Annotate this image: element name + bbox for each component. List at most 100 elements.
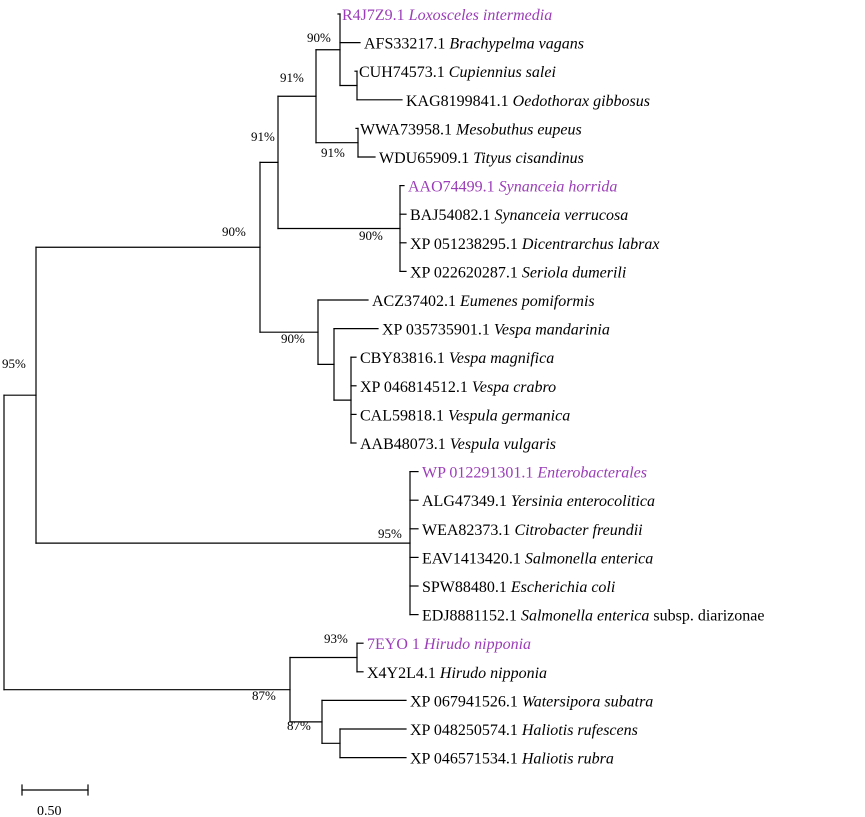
leaf-accession: EAV1413420.1 xyxy=(422,550,525,567)
tree-branches xyxy=(3,13,419,759)
leaf-accession: WEA82373.1 xyxy=(422,522,514,539)
leaf-accession: SPW88480.1 xyxy=(422,579,511,596)
bootstrap-label: 90% xyxy=(281,331,305,346)
bootstrap-label: 90% xyxy=(222,224,246,239)
leaf-label: ACZ37402.1 Eumenes pomiformis xyxy=(372,293,595,310)
leaf-species: Hirudo nipponia xyxy=(423,636,531,653)
leaf-accession: XP 067941526.1 xyxy=(410,693,522,710)
leaf-label: R4J7Z9.1 Loxosceles intermedia xyxy=(342,7,552,24)
bootstrap-label: 90% xyxy=(359,228,383,243)
leaf-species: Seriola dumerili xyxy=(522,264,626,281)
leaf-labels: R4J7Z9.1 Loxosceles intermediaAFS33217.1… xyxy=(342,7,764,768)
leaf-species: Oedothorax gibbosus xyxy=(513,93,650,110)
leaf-species: Haliotis rubra xyxy=(521,751,614,768)
leaf-accession: XP 035735901.1 xyxy=(382,322,494,339)
leaf-accession: BAJ54082.1 xyxy=(410,207,494,224)
leaf-species: Vespula germanica xyxy=(448,407,570,424)
leaf-label: AFS33217.1 Brachypelma vagans xyxy=(364,36,584,53)
leaf-species: Synanceia horrida xyxy=(499,179,618,196)
bootstrap-labels: 95% 90% 91% 91% 90% 91% 90% 90% 95% 87% 93% 87% xyxy=(2,30,402,733)
leaf-accession: AFS33217.1 xyxy=(364,36,449,53)
leaf-accession: XP 046814512.1 xyxy=(360,379,472,396)
bootstrap-label: 95% xyxy=(2,356,26,371)
scale-bar: 0.50 xyxy=(21,784,89,817)
leaf-accession: CAL59818.1 xyxy=(360,407,448,424)
leaf-species: Brachypelma vagans xyxy=(449,36,584,53)
leaf-species: Salmonella enterica xyxy=(525,550,653,567)
leaf-label: KAG8199841.1 Oedothorax gibbosus xyxy=(406,93,650,110)
leaf-label: ALG47349.1 Yersinia enterocolitica xyxy=(422,493,655,510)
leaf-species: Escherichia coli xyxy=(510,579,615,596)
leaf-label: WEA82373.1 Citrobacter freundii xyxy=(422,522,643,539)
bootstrap-label: 91% xyxy=(321,145,345,160)
leaf-accession: XP 051238295.1 xyxy=(410,236,522,253)
leaf-label: WP 012291301.1 Enterobacterales xyxy=(422,465,647,482)
bootstrap-label: 87% xyxy=(287,718,311,733)
leaf-label: AAB48073.1 Vespula vulgaris xyxy=(360,436,556,453)
leaf-label: WWA73958.1 Mesobuthus eupeus xyxy=(360,121,582,138)
bootstrap-label: 91% xyxy=(251,129,275,144)
leaf-species: Yersinia enterocolitica xyxy=(511,493,655,510)
leaf-accession: WWA73958.1 xyxy=(360,121,456,138)
leaf-accession: 7EYO 1 xyxy=(367,636,424,653)
leaf-label: XP 046571534.1 Haliotis rubra xyxy=(410,751,614,768)
scale-bar-label: 0.50 xyxy=(37,804,62,817)
bootstrap-label: 95% xyxy=(378,526,402,541)
leaf-label: WDU65909.1 Tityus cisandinus xyxy=(379,150,584,167)
leaf-accession: ALG47349.1 xyxy=(422,493,511,510)
leaf-label: BAJ54082.1 Synanceia verrucosa xyxy=(410,207,628,224)
leaf-accession: XP 048250574.1 xyxy=(410,722,522,739)
leaf-accession: X4Y2L4.1 xyxy=(367,665,440,682)
leaf-species: Watersipora subatra xyxy=(522,693,653,710)
leaf-suffix: subsp. diarizonae xyxy=(649,608,764,625)
leaf-label: SPW88480.1 Escherichia coli xyxy=(422,579,615,596)
leaf-label: CUH74573.1 Cupiennius salei xyxy=(359,64,556,81)
leaf-species: Enterobacterales xyxy=(536,465,647,482)
bootstrap-label: 91% xyxy=(280,70,304,85)
leaf-label: X4Y2L4.1 Hirudo nipponia xyxy=(367,665,547,682)
leaf-species: Tityus cisandinus xyxy=(473,150,584,167)
leaf-accession: CBY83816.1 xyxy=(360,350,449,367)
leaf-species: Haliotis rufescens xyxy=(521,722,638,739)
leaf-accession: CUH74573.1 xyxy=(359,64,449,81)
leaf-label: CAL59818.1 Vespula germanica xyxy=(360,407,570,424)
bootstrap-label: 93% xyxy=(324,631,348,646)
leaf-species: Mesobuthus eupeus xyxy=(455,121,582,138)
leaf-accession: AAB48073.1 xyxy=(360,436,450,453)
leaf-accession: XP 022620287.1 xyxy=(410,264,522,281)
leaf-species: Citrobacter freundii xyxy=(514,522,642,539)
bootstrap-label: 87% xyxy=(252,688,276,703)
leaf-species: Vespa mandarinia xyxy=(494,322,610,339)
leaf-species: Eumenes pomiformis xyxy=(459,293,595,310)
leaf-label: EDJ8881152.1 Salmonella enterica subsp. … xyxy=(422,608,764,625)
leaf-label: 7EYO 1 Hirudo nipponia xyxy=(367,636,531,653)
leaf-accession: KAG8199841.1 xyxy=(406,93,513,110)
leaf-label: CBY83816.1 Vespa magnifica xyxy=(360,350,554,367)
leaf-accession: WDU65909.1 xyxy=(379,150,473,167)
leaf-species: Loxosceles intermedia xyxy=(408,7,553,24)
leaf-accession: R4J7Z9.1 xyxy=(342,7,409,24)
leaf-label: XP 051238295.1 Dicentrarchus labrax xyxy=(410,236,659,253)
leaf-species: Vespa magnifica xyxy=(449,350,554,367)
leaf-label: XP 035735901.1 Vespa mandarinia xyxy=(382,322,610,339)
leaf-label: XP 048250574.1 Haliotis rufescens xyxy=(410,722,638,739)
leaf-species: Cupiennius salei xyxy=(449,64,556,81)
leaf-label: XP 022620287.1 Seriola dumerili xyxy=(410,264,626,281)
leaf-accession: XP 046571534.1 xyxy=(410,751,522,768)
leaf-label: XP 067941526.1 Watersipora subatra xyxy=(410,693,653,710)
leaf-label: AAO74499.1 Synanceia horrida xyxy=(408,179,617,196)
leaf-accession: EDJ8881152.1 xyxy=(422,608,521,625)
leaf-species: Salmonella enterica xyxy=(521,608,649,625)
leaf-accession: ACZ37402.1 xyxy=(372,293,460,310)
leaf-label: EAV1413420.1 Salmonella enterica xyxy=(422,550,653,567)
leaf-species: Vespa crabro xyxy=(472,379,556,396)
leaf-accession: WP 012291301.1 xyxy=(422,465,537,482)
leaf-label: XP 046814512.1 Vespa crabro xyxy=(360,379,556,396)
leaf-accession: AAO74499.1 xyxy=(408,179,499,196)
leaf-species: Dicentrarchus labrax xyxy=(521,236,660,253)
bootstrap-label: 90% xyxy=(307,30,331,45)
leaf-species: Hirudo nipponia xyxy=(439,665,547,682)
leaf-species: Vespula vulgaris xyxy=(450,436,556,453)
leaf-species: Synanceia verrucosa xyxy=(494,207,628,224)
